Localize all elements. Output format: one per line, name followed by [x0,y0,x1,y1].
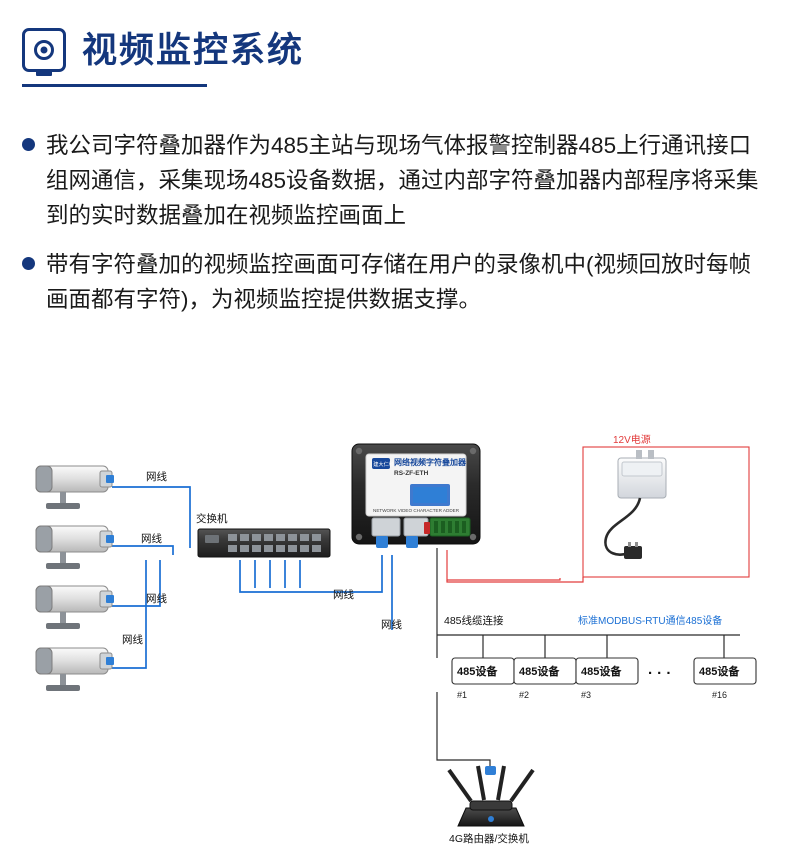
cable-label-cam1: 网线 [146,470,167,483]
rs485-device-3: 485设备 #3 [575,657,639,700]
device-name: 485设备 [699,664,740,678]
title-underline [22,84,207,87]
ip-camera-2 [35,525,114,569]
cable-label-overlay-down: 网线 [381,618,402,631]
bullet-text: 带有字符叠加的视频监控画面可存储在用户的录像机中(视频回放时每帧画面都有字符)，… [46,252,751,312]
modbus-label: 标准MODBUS-RTU通信485设备 [578,614,722,627]
list-item: 我公司字符叠加器作为485主站与现场气体报警控制器485上行通讯接口组网通信，采… [22,128,770,233]
bullet-dot-icon [22,138,35,151]
4g-router: 4G路由器/交换机 [447,765,535,845]
cable-label-cam4: 网线 [122,633,143,646]
devices-ellipsis: · · · [648,665,671,682]
ip-camera-4 [35,647,114,691]
overlay-footer-text: NETWORK VIDEO CHARACTER ADDER [373,508,460,513]
bullet-list: 我公司字符叠加器作为485主站与现场气体报警控制器485上行通讯接口组网通信，采… [22,128,770,331]
device-id: #16 [712,690,727,700]
power-supply-12v: 12V电源 [604,433,667,559]
power-wire [446,550,561,583]
list-item: 带有字符叠加的视频监控画面可存储在用户的录像机中(视频回放时每帧画面都有字符)，… [22,247,770,317]
cable-label-cam2: 网线 [141,532,162,545]
switch-label: 交换机 [196,512,228,525]
camera-mount-shape [36,71,52,76]
bullet-dot-icon [22,257,35,270]
rs485-bus-lines [436,548,740,766]
page-title: 视频监控系统 [82,30,305,70]
network-topology-diagram: 网线 网线 网线 网线 网线 网线 交换机 建大仁科 网络视频字符叠加器 RS-… [0,430,790,860]
device-name: 485设备 [519,664,560,678]
cable-label-switch-overlay: 网线 [333,588,354,601]
network-switch: 交换机 [196,512,331,558]
rs485-device-1: 485设备 #1 [451,657,515,700]
device-id: #3 [581,690,591,700]
rs485-device-2: 485设备 #2 [513,657,577,700]
rs485-cable-label: 485线缆连接 [444,614,504,627]
video-character-overlay-device: 建大仁科 网络视频字符叠加器 RS-ZF-ETH NETWORK VIDEO C… [351,443,481,548]
device-name: 485设备 [581,664,622,678]
bullet-text: 我公司字符叠加器作为485主站与现场气体报警控制器485上行通讯接口组网通信，采… [46,133,759,228]
page-header: 视频监控系统 [22,28,768,87]
device-id: #2 [519,690,529,700]
device-name: 485设备 [457,664,498,678]
overlay-brand-badge: 建大仁科 [373,460,394,468]
ip-camera-1 [35,465,114,509]
power-supply-frame [582,446,750,578]
ip-camera-3 [35,585,114,629]
power-wire-segment [560,577,584,583]
overlay-brand-name: 网络视频字符叠加器 [394,457,467,467]
camera-lens-shape [34,40,54,60]
cctv-camera-icon [22,28,66,76]
power-label: 12V电源 [613,433,651,446]
network-cable-group [112,486,393,669]
router-label: 4G路由器/交换机 [449,832,529,845]
device-id: #1 [457,690,467,700]
overlay-model: RS-ZF-ETH [394,470,429,477]
cable-label-cam3: 网线 [146,592,167,605]
rs485-device-16: 485设备 #16 [693,657,757,700]
